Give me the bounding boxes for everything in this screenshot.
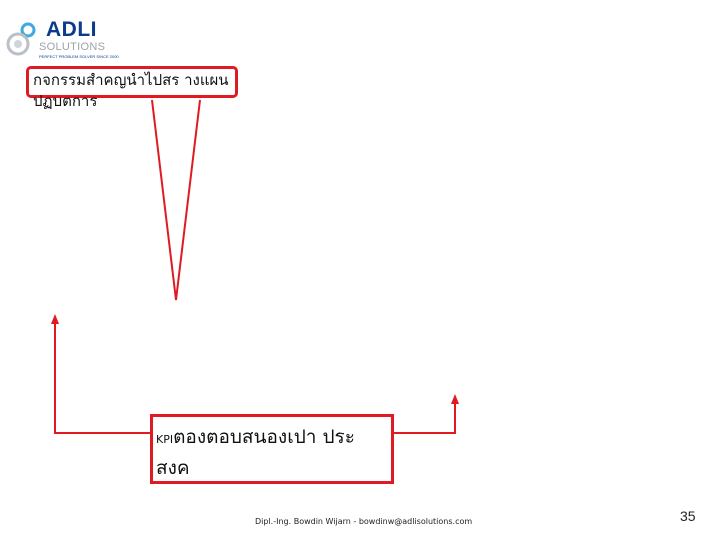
right-arrow-connector (394, 402, 456, 434)
kpi-box (150, 414, 394, 484)
right-arrow-head (451, 394, 459, 404)
page-number: 35 (680, 508, 696, 524)
adli-logo: ADLI SOLUTIONS PERFECT PROBLEM SOLVER SI… (6, 18, 119, 64)
logo-subtitle: SOLUTIONS (39, 41, 106, 53)
kpi-text: ตองตอบสนองเปา ประสงค (156, 426, 355, 479)
kpi-label: KPI (156, 433, 174, 446)
left-arrow-head (51, 314, 59, 324)
activity-text: กจกรรมสำคญนำไปสร างแผนปฏบตการ (33, 71, 229, 110)
left-arrow-connector (54, 322, 150, 434)
logo-tagline: PERFECT PROBLEM SOLVER SINCE 2000 (39, 54, 119, 59)
logo-title: ADLI (46, 18, 97, 41)
funnel-connector (151, 99, 201, 301)
globe-logo-icon (6, 22, 36, 56)
footer-credit: Dipl.-Ing. Bowdin Wijarn - bowdinw@adlis… (255, 517, 473, 526)
activity-box (26, 66, 238, 98)
kpi-text-block: KPIตองตอบสนองเปา ประสงค (156, 423, 388, 482)
